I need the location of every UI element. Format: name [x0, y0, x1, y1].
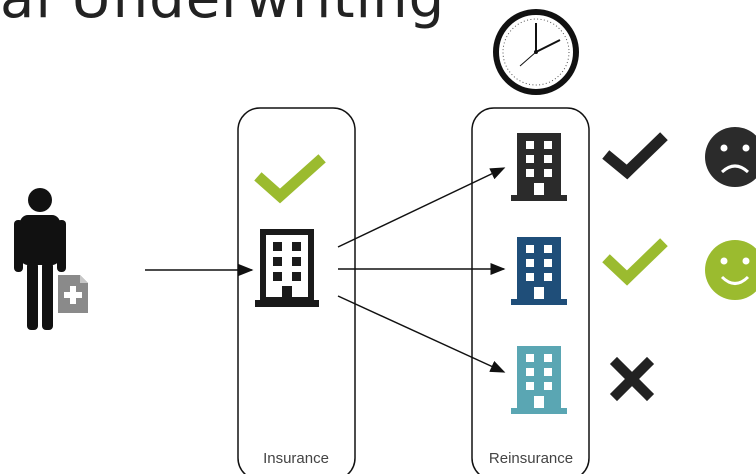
reinsurer-building-1-icon — [511, 133, 567, 201]
medical-file-icon — [58, 275, 88, 313]
person-with-medical-file-icon — [14, 188, 88, 330]
reinsurer-1-checkmark-icon — [602, 132, 668, 180]
reinsurance-box: Reinsurance — [471, 107, 590, 474]
insurance-box: Insurance — [237, 107, 356, 474]
arrow-to-reinsurer-3 — [337, 295, 506, 373]
insurance-label: Insurance — [263, 450, 329, 467]
happy-face-icon — [705, 240, 756, 300]
clock-icon — [493, 9, 579, 95]
reinsurer-building-2-icon — [511, 237, 567, 305]
arrow-to-reinsurer-1 — [337, 167, 506, 248]
insurance-checkmark-icon — [254, 154, 326, 204]
reinsurer-2-checkmark-icon — [602, 238, 668, 286]
insurance-building-icon — [255, 229, 319, 307]
sad-face-icon — [705, 127, 756, 187]
reinsurer-building-3-icon — [511, 346, 567, 414]
reinsurer-3-cross-icon — [609, 356, 655, 402]
page-title: al Underwriting — [0, 0, 445, 31]
reinsurance-label: Reinsurance — [489, 450, 573, 467]
